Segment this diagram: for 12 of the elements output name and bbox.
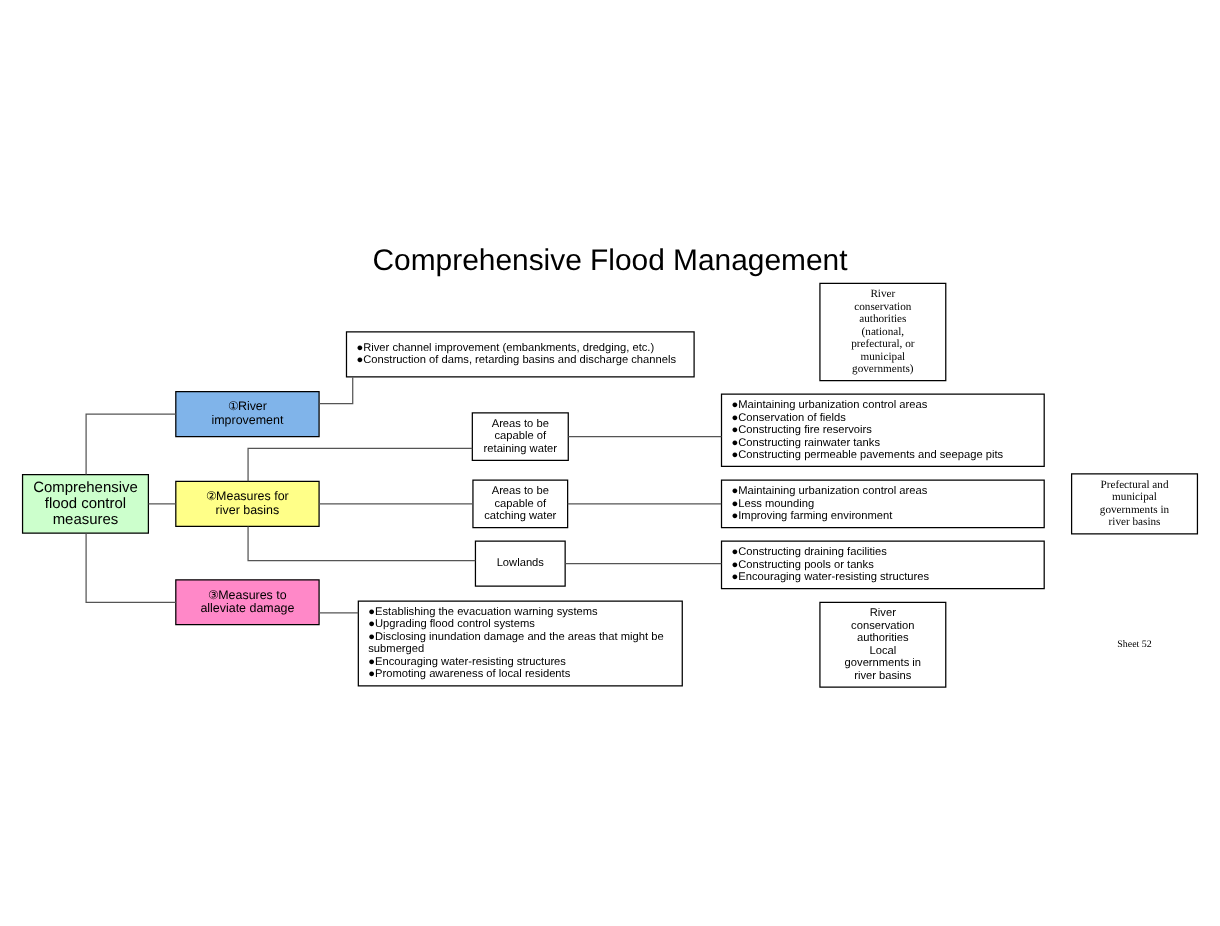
connector — [318, 502, 474, 504]
connector — [85, 412, 177, 475]
connector — [318, 611, 359, 613]
connector — [247, 524, 476, 561]
diagram-title: Comprehensive Flood Management — [372, 242, 848, 277]
connector — [567, 434, 723, 437]
connector — [85, 531, 177, 602]
connector — [147, 502, 177, 504]
connector — [567, 502, 722, 504]
connector — [247, 446, 473, 481]
connector — [318, 375, 354, 404]
connector — [564, 562, 723, 564]
